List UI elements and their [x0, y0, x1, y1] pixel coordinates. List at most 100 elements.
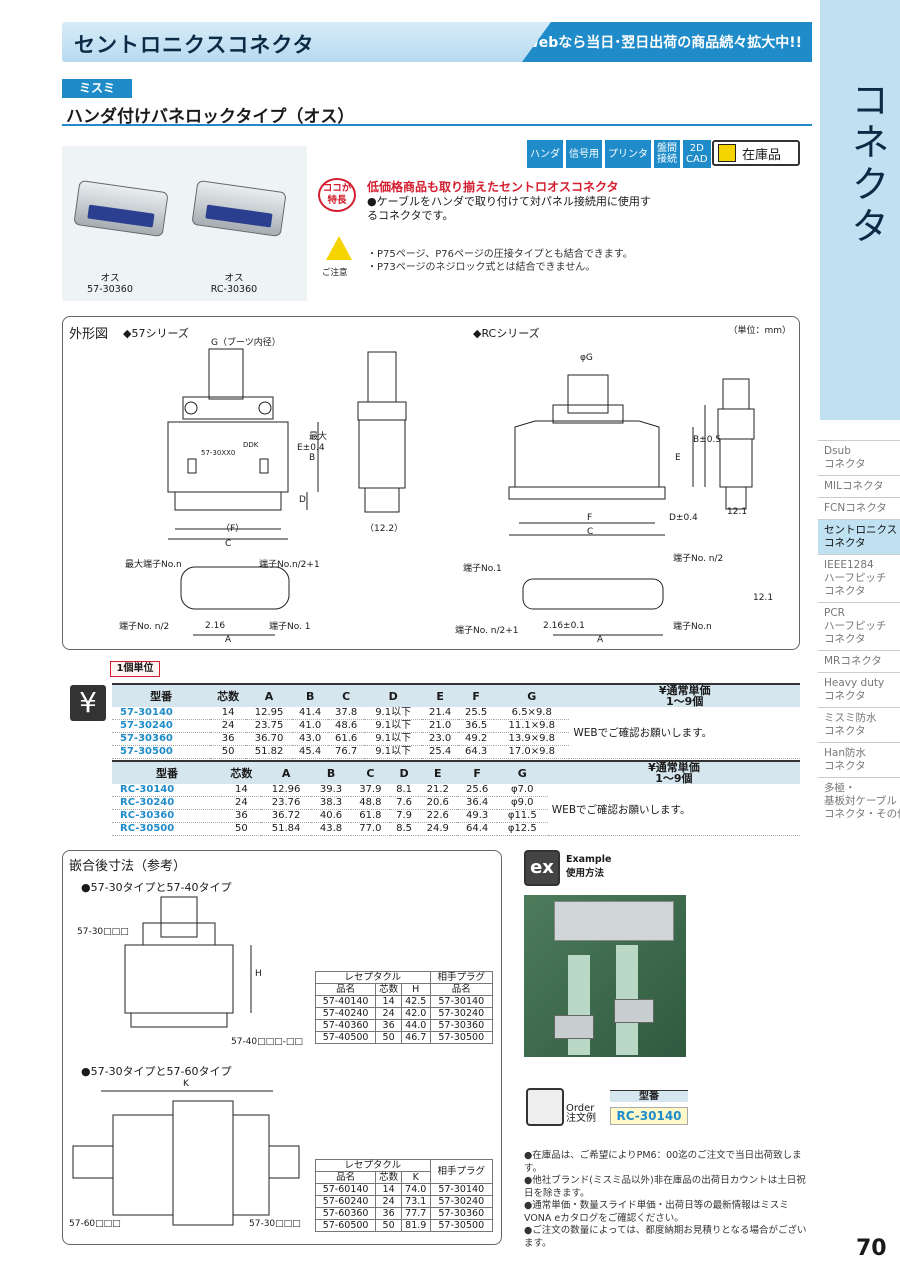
caution-notes: ・P75ページ、P76ページの圧接タイプとも結合できます。 ・P73ページのネジ… [367, 249, 633, 273]
table-cell: 77.0 [350, 822, 391, 836]
dim-57-pn2p1: 端子No.n/2+1 [259, 560, 320, 570]
dim-57-g: G（ブーツ内径） [211, 338, 281, 348]
table-header: ¥通常単価 1～9個 [569, 683, 800, 707]
table-cell: 48.8 [350, 796, 391, 810]
table-header: A [245, 683, 293, 707]
side-nav-item[interactable]: IEEE1284 ハーフピッチ コネクタ [818, 554, 900, 602]
side-nav-item[interactable]: MRコネクタ [818, 650, 900, 672]
table-header: ¥通常単価 1～9個 [547, 760, 800, 784]
dimension-drawing: 外形図 ◆57シリーズ ◆RCシリーズ （単位：mm） [62, 316, 800, 650]
feature-tags: ハンダ 信号用 プリンタ 盤間 接続 2D CAD [527, 140, 711, 168]
side-nav-item[interactable]: 多極・ 基板対ケーブル コネクタ・その他 [818, 777, 900, 825]
tag: 2D CAD [683, 140, 711, 168]
tag: 信号用 [566, 140, 602, 168]
mating-dimensions: 嵌合後寸法（参考） ●57-30タイプと57-40タイプ ●57-30タイプと5… [62, 850, 502, 1245]
table-cell: 25.4 [422, 745, 459, 759]
table-cell[interactable]: 57-30140 [112, 707, 211, 720]
dim-57-f: （F） [221, 524, 245, 534]
mating-sub1: ●57-30タイプと57-40タイプ [81, 881, 232, 894]
example-photo [524, 895, 686, 1057]
side-nav-item[interactable]: ミスミ防水 コネクタ [818, 707, 900, 742]
dim-rc-pn: 端子No.n [673, 622, 712, 632]
mating-title: 嵌合後寸法（参考） [69, 859, 187, 874]
table-cell: 36.4 [457, 796, 497, 810]
mating-label-a: 57-30□□□ [77, 927, 129, 937]
table-cell: 61.8 [350, 809, 391, 823]
table-cell[interactable]: RC-30500 [112, 822, 222, 836]
table-cell: φ12.5 [496, 822, 548, 836]
side-nav-item[interactable]: Han防水 コネクタ [818, 742, 900, 777]
dim-rc-g: φG [580, 353, 593, 363]
table-cell[interactable]: 57-30240 [112, 719, 211, 733]
table-cell: 24 [221, 796, 261, 810]
table-cell[interactable]: 57-30360 [112, 732, 211, 746]
table-cell: 41.4 [292, 707, 329, 720]
order-example-value: RC-30140 [610, 1107, 688, 1125]
table-cell: 61.6 [328, 732, 365, 746]
table-cell: 36.70 [245, 732, 293, 746]
mating-k: K [183, 1079, 189, 1089]
product-title: ハンダ付けバネロックタイプ（オス） [62, 102, 812, 127]
side-nav-item[interactable]: PCR ハーフピッチ コネクタ [818, 602, 900, 650]
table-cell: 11.1×9.8 [494, 719, 570, 733]
feature-body: ●ケーブルをハンダで取り付けて対パネル接続用に使用するコネクタです。 [367, 195, 651, 222]
table-header: 芯数 [210, 683, 246, 707]
dim-57-b: B [309, 453, 316, 463]
table-cell: 9.1以下 [364, 745, 423, 759]
page-number: 70 [856, 1236, 887, 1261]
table-cell[interactable]: RC-30360 [112, 809, 222, 823]
side-nav-item[interactable]: Heavy duty コネクタ [818, 672, 900, 707]
category-tab: コネクタ [820, 0, 900, 420]
dimension-title: 外形図 [69, 327, 109, 342]
dim-rc-p1: 端子No.1 [463, 564, 502, 574]
series-rc-label: ◆RCシリーズ [473, 327, 540, 340]
table-cell[interactable]: RC-30240 [112, 796, 222, 810]
table-cell: 43.0 [292, 732, 329, 746]
mating-sub2: ●57-30タイプと57-60タイプ [81, 1065, 232, 1078]
dim-57-max: 最大 [309, 432, 328, 442]
table-cell: 64.4 [457, 822, 497, 836]
table-cell[interactable]: 57-30500 [112, 745, 211, 759]
table-cell: 6.5×9.8 [494, 707, 570, 720]
caution-icon [326, 236, 352, 260]
table-cell: 39.3 [311, 784, 351, 797]
dim-57-a: A [225, 635, 232, 645]
side-nav-item[interactable]: Dsub コネクタ [818, 440, 900, 475]
side-nav-item[interactable]: FCNコネクタ [818, 497, 900, 519]
mating-h: H [255, 969, 262, 979]
web-banner[interactable]: Webなら当日･翌日出荷の商品続々拡大中!! [522, 22, 812, 62]
table-cell: 50 [221, 822, 261, 836]
dim-rc-e: E [675, 453, 681, 463]
side-nav-item[interactable]: セントロニクス コネクタ [818, 519, 900, 554]
table-cell: 23.0 [422, 732, 459, 746]
side-nav-item[interactable]: MILコネクタ [818, 475, 900, 497]
dim-rc-d: D±0.4 [669, 513, 698, 523]
table-cell: 36.72 [260, 809, 312, 823]
dim-rc-w: 12.1 [727, 507, 748, 517]
table-cell[interactable]: RC-30140 [112, 784, 222, 797]
table-cell: 9.1以下 [364, 732, 423, 746]
table-cell: 36.5 [458, 719, 495, 733]
connector-photo-rc [191, 179, 287, 238]
table-cell: 37.8 [328, 707, 365, 720]
table-header: 型番 [112, 760, 222, 784]
mating-svg [72, 896, 300, 1226]
tag: プリンタ [605, 140, 651, 168]
table-cell: 17.0×9.8 [494, 745, 570, 759]
phone-icon [526, 1088, 564, 1126]
table-cell: 22.6 [418, 809, 458, 823]
table-header: D [364, 683, 423, 707]
page-title: セントロニクスコネクタ [74, 33, 315, 57]
dim-rc-c: C [587, 527, 594, 537]
